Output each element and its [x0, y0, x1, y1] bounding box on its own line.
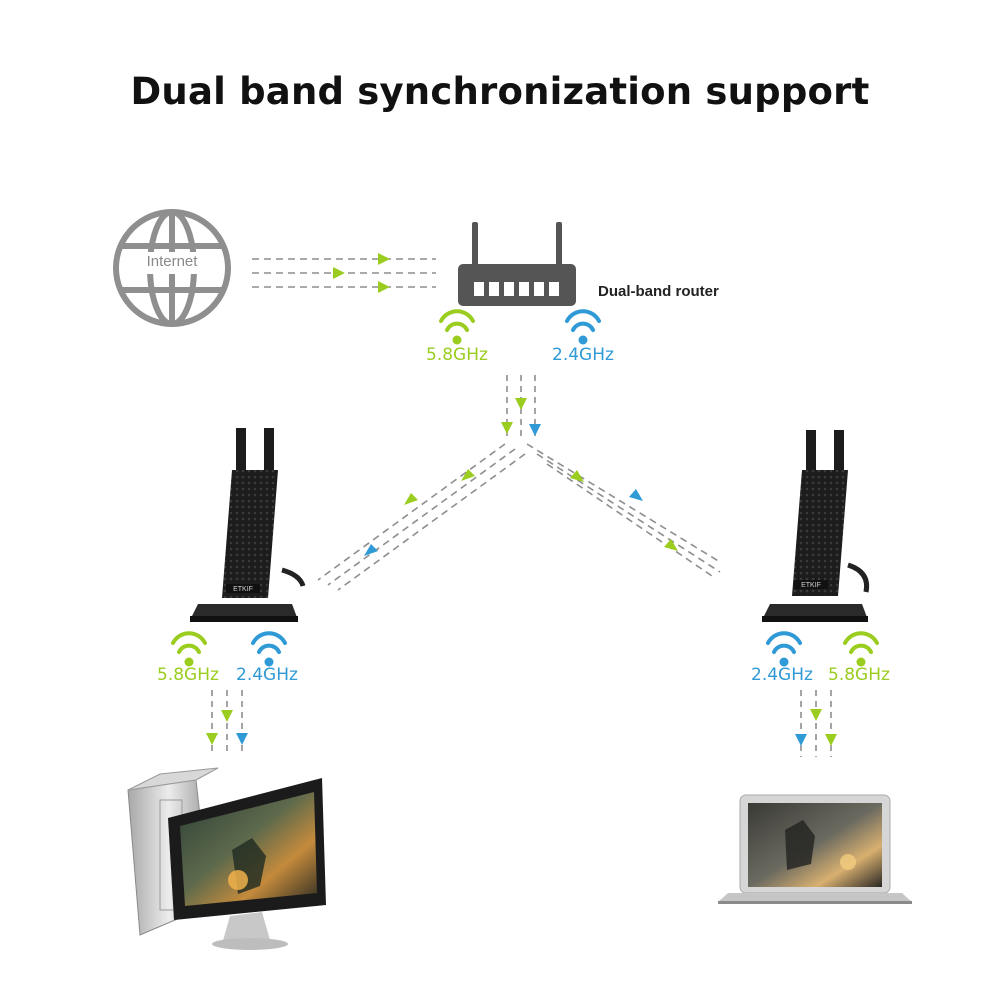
- router-label: Dual-band router: [598, 283, 719, 300]
- router-wifi-5-8-icon: [439, 309, 475, 345]
- internet-label: Internet: [146, 253, 198, 270]
- router-band-2-4-label: 2.4GHz: [552, 345, 614, 365]
- left-usb-adapter-icon: [190, 428, 306, 622]
- link-arrows-right: [570, 470, 678, 551]
- internet-link-arrows: [333, 253, 390, 293]
- laptop-computer-icon: [718, 794, 912, 904]
- router-wifi-2-4-icon: [565, 309, 601, 345]
- left-down-arrows: [206, 710, 248, 745]
- link-lines-left: [317, 443, 526, 591]
- right-band-5-8-label: 5.8GHz: [828, 665, 890, 685]
- link-lines-right: [526, 443, 721, 579]
- diagram-title: Dual band synchronization support: [130, 70, 870, 113]
- desktop-computer-icon: [127, 767, 326, 950]
- right-wifi-2-4-icon: [766, 631, 802, 667]
- right-adapter-brand: ETKIF: [801, 582, 821, 589]
- link-arrows-left: [364, 469, 475, 556]
- router-icon: [458, 222, 576, 306]
- right-down-lines: [800, 690, 832, 757]
- right-band-2-4-label: 2.4GHz: [751, 665, 813, 685]
- internet-label-backdrop: [133, 252, 211, 274]
- left-wifi-5-8-icon: [171, 631, 207, 667]
- router-down-arrows: [501, 398, 541, 436]
- internet-link-lines: [252, 258, 436, 288]
- left-wifi-2-4-icon: [251, 631, 287, 667]
- left-band-2-4-label: 2.4GHz: [236, 665, 298, 685]
- left-adapter-brand: ETKIF: [233, 586, 253, 593]
- left-band-5-8-label: 5.8GHz: [157, 665, 219, 685]
- right-usb-adapter-icon: [762, 430, 870, 622]
- router-band-5-8-label: 5.8GHz: [426, 345, 488, 365]
- right-down-arrows: [795, 709, 837, 746]
- right-wifi-5-8-icon: [843, 631, 879, 667]
